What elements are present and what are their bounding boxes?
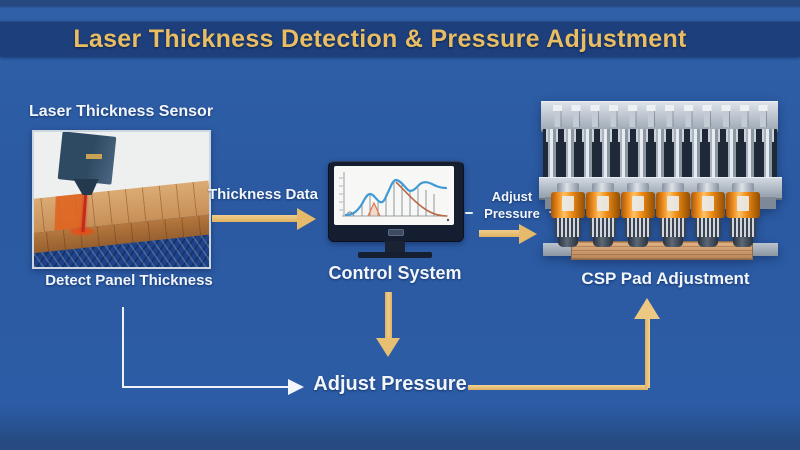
arrow-right-icon-white <box>288 379 304 395</box>
cylinder-cap <box>697 183 719 192</box>
cylinder-cap <box>557 183 579 192</box>
laser-scan-stripe <box>54 193 84 231</box>
cylinder-body <box>621 192 655 218</box>
arrow-sensor-to-control-shaft <box>212 215 298 222</box>
monitor-stand-base <box>358 252 432 258</box>
machine-bolt-caps <box>549 105 773 111</box>
cylinder-cap <box>662 183 684 192</box>
adjust-pressure-line2: Pressure <box>484 206 540 221</box>
cylinder-body <box>691 192 725 218</box>
cylinder-label-plate <box>702 196 714 211</box>
pressure-cylinder <box>726 183 760 247</box>
arrow-control-to-csp-shaft <box>479 230 520 237</box>
laser-sensor-photo <box>32 130 211 269</box>
control-system-monitor <box>328 161 464 258</box>
dash-left <box>465 212 473 214</box>
machine-top-beam <box>541 101 778 132</box>
arrow-right-icon <box>297 208 316 230</box>
sensor-node-caption: Detect Panel Thickness <box>45 272 213 289</box>
monitor-power-button <box>388 229 404 236</box>
csp-pad-machine <box>539 101 782 260</box>
edge-label-adjust-pressure-side: Adjust Pressure <box>474 188 550 222</box>
title-banner: Laser Thickness Detection & Pressure Adj… <box>0 21 800 57</box>
gold-line-to-csp-vertical <box>645 318 650 388</box>
cylinder-label-plate <box>632 196 644 211</box>
pressure-cylinder <box>551 183 585 247</box>
edge-label-thickness-data: Thickness Data <box>207 186 319 203</box>
feedback-line-horizontal <box>122 386 290 388</box>
adjust-pressure-bottom-label: Adjust Pressure <box>313 373 467 395</box>
cylinder-cap <box>732 183 754 192</box>
arrow-right-icon <box>519 224 537 244</box>
pressure-cylinder <box>621 183 655 247</box>
cylinder-body <box>551 192 585 218</box>
cylinder-foot <box>733 237 753 247</box>
cylinder-ribs <box>590 218 616 237</box>
cylinder-label-plate <box>667 196 679 211</box>
monitor-screen-chart <box>334 166 454 225</box>
cylinder-label-plate <box>562 196 574 211</box>
pressure-cylinder <box>586 183 620 247</box>
cylinder-cap <box>627 183 649 192</box>
cylinder-ribs <box>555 218 581 237</box>
machine-piston-rods <box>543 129 777 177</box>
cylinder-ribs <box>695 218 721 237</box>
cylinder-foot <box>663 237 683 247</box>
cylinder-foot <box>628 237 648 247</box>
cylinder-foot <box>698 237 718 247</box>
csp-pad-label: CSP Pad Adjustment <box>581 269 750 288</box>
machine-bolt-stems <box>549 111 773 127</box>
cylinder-foot <box>558 237 578 247</box>
arrow-down-icon <box>376 338 400 357</box>
cylinder-cap <box>592 183 614 192</box>
monitor-stand-neck <box>385 241 405 253</box>
pressure-cylinder <box>656 183 690 247</box>
pressure-cylinder <box>691 183 725 247</box>
arrow-up-icon <box>634 298 660 319</box>
feedback-line-vertical <box>122 307 124 387</box>
cylinder-ribs <box>730 218 756 237</box>
cylinder-foot <box>593 237 613 247</box>
sensor-node-heading: Laser Thickness Sensor <box>28 103 214 120</box>
laser-sensor-label-plate <box>86 154 102 159</box>
cylinder-body <box>726 192 760 218</box>
arrow-control-down-shaft <box>385 292 392 339</box>
control-system-label: Control System <box>328 263 462 283</box>
cylinder-body <box>586 192 620 218</box>
adjust-pressure-line1: Adjust <box>491 189 533 204</box>
cylinder-body <box>656 192 690 218</box>
cylinder-label-plate <box>737 196 749 211</box>
thickness-trend-chart <box>339 172 450 222</box>
cylinder-ribs <box>625 218 651 237</box>
page-title: Laser Thickness Detection & Pressure Adj… <box>73 25 687 53</box>
cylinder-label-plate <box>597 196 609 211</box>
gold-line-to-csp-horizontal <box>468 385 648 390</box>
cylinder-ribs <box>660 218 686 237</box>
